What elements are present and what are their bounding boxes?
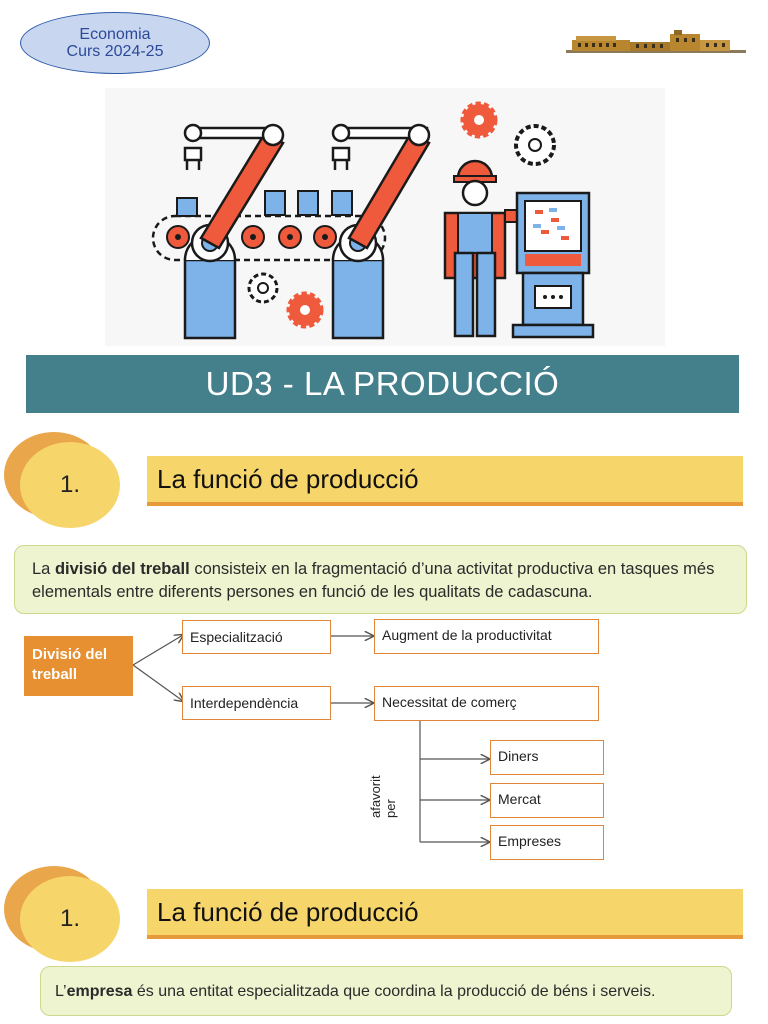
section-title-bar: La funció de producció	[147, 889, 743, 939]
favoured-by-label: afavorit per	[368, 775, 398, 818]
diagram-root-node: Divisió del treball	[24, 636, 133, 696]
school-building-logo	[566, 30, 746, 53]
node-companies: Empreses	[490, 825, 604, 860]
definition-text: consisteix en la fragmentació d’una acti…	[32, 560, 715, 601]
node-label: Diners	[498, 748, 539, 764]
unit-title-banner: UD3 - LA PRODUCCIÓ	[26, 355, 739, 413]
favoured-by-word-1: afavorit	[368, 775, 383, 818]
definition-text: és una entitat especialitzada que coordi…	[132, 983, 656, 1000]
favoured-by-word-2: per	[383, 799, 398, 818]
section-title-bar: La funció de producció	[147, 456, 743, 506]
node-label: Augment de la productivitat	[382, 627, 552, 643]
node-need-for-trade: Necessitat de comerç	[374, 686, 599, 721]
course-subject: Economia	[79, 26, 151, 43]
section-number: 1.	[59, 905, 80, 932]
node-label: Interdependència	[190, 695, 299, 711]
node-label: Mercat	[498, 791, 541, 807]
course-badge: Economia Curs 2024-25	[20, 12, 210, 74]
unit-title: UD3 - LA PRODUCCIÓ	[205, 365, 560, 402]
section-number: 1.	[59, 471, 80, 498]
node-label: Empreses	[498, 833, 562, 849]
diagram-root-label: Divisió del treball	[32, 646, 108, 683]
section-title: La funció de producció	[157, 463, 419, 494]
definition-term: empresa	[66, 983, 133, 1000]
definition-text: La	[32, 560, 55, 578]
factory-illustration	[105, 88, 665, 346]
node-money: Diners	[490, 740, 604, 775]
node-interdependence: Interdependència	[182, 686, 331, 720]
node-label: Necessitat de comerç	[382, 694, 517, 710]
definition-box-division-of-labour: La divisió del treball consisteix en la …	[14, 545, 747, 614]
node-market: Mercat	[490, 783, 604, 818]
node-productivity-increase: Augment de la productivitat	[374, 619, 599, 654]
section-number-badge: 1.	[20, 442, 120, 528]
definition-box-company: L’empresa és una entitat especialitzada …	[40, 966, 732, 1016]
section-number-badge: 1.	[20, 876, 120, 962]
definition-text: L’	[55, 983, 67, 1000]
node-specialisation: Especialització	[182, 620, 331, 654]
section-title: La funció de producció	[157, 896, 419, 927]
definition-term: divisió del treball	[54, 560, 190, 578]
course-year: Curs 2024-25	[66, 43, 164, 60]
node-label: Especialització	[190, 629, 283, 645]
